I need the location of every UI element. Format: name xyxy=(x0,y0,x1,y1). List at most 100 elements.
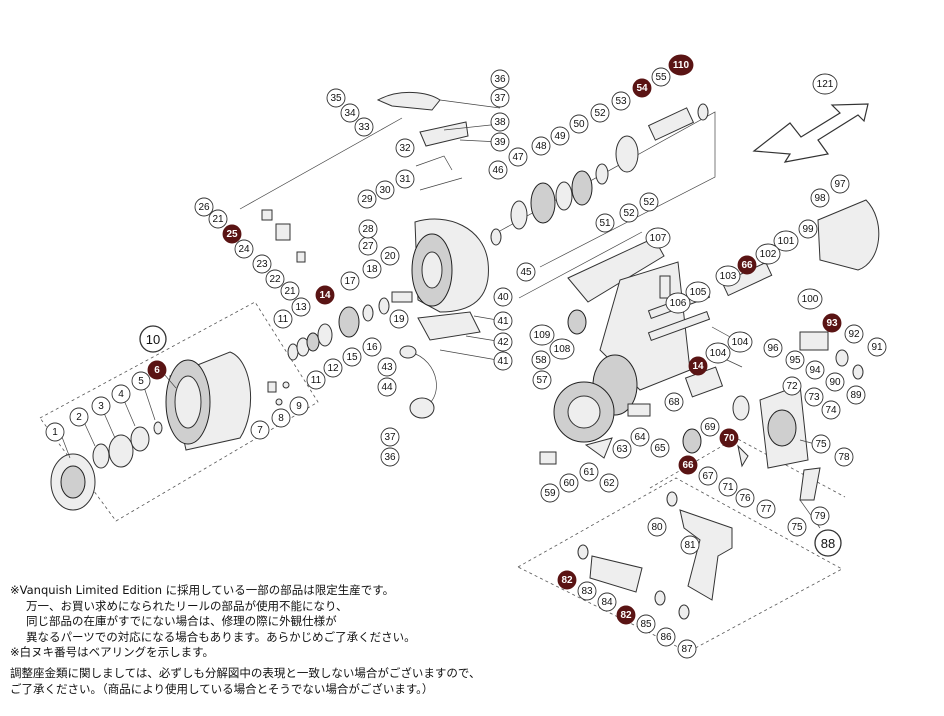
callout-marker xyxy=(395,169,415,189)
callout-c100: 100 xyxy=(797,288,823,310)
callout-marker xyxy=(867,337,887,357)
callout-label: 85 xyxy=(640,619,652,630)
callout-label: 21 xyxy=(212,214,224,225)
callout-marker xyxy=(590,103,610,123)
callout-label: 66 xyxy=(682,460,694,471)
callout-marker xyxy=(271,408,291,428)
callout-label: 58 xyxy=(535,355,547,366)
callout-label: 31 xyxy=(399,174,411,185)
group-box-spool xyxy=(39,301,319,522)
callout-label: 100 xyxy=(802,294,819,305)
callout-label: 22 xyxy=(269,274,281,285)
callout-label: 24 xyxy=(238,244,250,255)
callout-c11b: 11 xyxy=(306,370,326,390)
callout-label: 9 xyxy=(296,401,302,412)
callout-marker xyxy=(139,325,167,353)
callout-label: 51 xyxy=(599,218,611,229)
callout-label: 50 xyxy=(573,119,585,130)
callout-marker xyxy=(91,396,111,416)
callout-c15: 15 xyxy=(342,347,362,367)
callout-label: 60 xyxy=(563,478,575,489)
callout-c78: 78 xyxy=(834,447,854,467)
callout-c37b: 37 xyxy=(380,427,400,447)
body-cover xyxy=(759,199,880,501)
callout-label: 20 xyxy=(384,251,396,262)
callout-label: 47 xyxy=(512,152,524,163)
callout-marker xyxy=(493,287,513,307)
callout-c95: 95 xyxy=(785,350,805,370)
callout-marker xyxy=(395,138,415,158)
callout-marker xyxy=(194,197,214,217)
callout-marker xyxy=(821,400,841,420)
callout-c34: 34 xyxy=(340,103,360,123)
note-line-5: ※白ヌキ番号はベアリングを示します。 xyxy=(10,645,214,660)
callout-marker xyxy=(787,517,807,537)
group-line-rotor xyxy=(497,111,716,268)
callout-label: 42 xyxy=(497,337,509,348)
callout-label: 13 xyxy=(295,302,307,313)
callout-c82a: 82 xyxy=(557,570,577,590)
callout-marker xyxy=(630,427,650,447)
callout-marker xyxy=(612,439,632,459)
callout-c67: 67 xyxy=(698,466,718,486)
callout-label: 8 xyxy=(278,413,284,424)
callout-c3: 3 xyxy=(91,396,111,416)
callout-label: 104 xyxy=(710,348,727,359)
callout-label: 98 xyxy=(814,193,826,204)
callout-label: 36 xyxy=(384,452,396,463)
callout-label: 1 xyxy=(52,427,58,438)
callout-c84: 84 xyxy=(597,592,617,612)
callout-label: 75 xyxy=(791,522,803,533)
callout-marker xyxy=(632,78,652,98)
callout-label: 93 xyxy=(826,318,838,329)
callout-marker xyxy=(265,269,285,289)
callout-label: 35 xyxy=(330,93,342,104)
callout-c70: 70 xyxy=(719,428,739,448)
callout-c52c: 52 xyxy=(639,192,659,212)
callout-label: 94 xyxy=(809,365,821,376)
note-line-4: 異なるパーツでの対応になる場合もあります。あらかじめご了承ください。 xyxy=(26,629,416,644)
callout-label: 92 xyxy=(848,329,860,340)
callout-label: 48 xyxy=(535,141,547,152)
callout-c66a: 66 xyxy=(737,255,757,275)
callout-c29: 29 xyxy=(357,189,377,209)
group-box-handle xyxy=(517,477,843,653)
callout-label: 41 xyxy=(497,316,509,327)
callout-c39: 39 xyxy=(490,132,510,152)
callout-label: 41 xyxy=(497,356,509,367)
note-line-2: 万一、お買い求めになられたリールの部品が使用不能になり、 xyxy=(26,598,348,613)
callout-marker xyxy=(735,488,755,508)
callout-marker xyxy=(289,396,309,416)
callout-c48: 48 xyxy=(531,136,551,156)
callout-marker xyxy=(805,360,825,380)
callout-label: 80 xyxy=(651,522,663,533)
callout-label: 30 xyxy=(379,185,391,196)
callout-marker xyxy=(550,126,570,146)
callout-marker xyxy=(718,477,738,497)
callout-c74: 74 xyxy=(821,400,841,420)
callout-c83: 83 xyxy=(577,581,597,601)
callout-marker xyxy=(208,209,228,229)
callout-c8: 8 xyxy=(271,408,291,428)
callout-marker xyxy=(490,69,510,89)
callout-c82b: 82 xyxy=(616,605,636,625)
callout-c42: 42 xyxy=(493,332,513,352)
callout-label: 52 xyxy=(643,197,655,208)
callout-marker xyxy=(490,132,510,152)
callout-marker xyxy=(680,535,700,555)
callout-marker xyxy=(825,372,845,392)
callout-marker xyxy=(549,338,575,360)
callout-marker xyxy=(315,285,335,305)
callout-marker xyxy=(493,332,513,352)
callout-marker xyxy=(557,570,577,590)
callout-c52b: 52 xyxy=(619,203,639,223)
callout-label: 11 xyxy=(278,314,289,325)
mainshaft-parts xyxy=(287,291,413,361)
callout-c9: 9 xyxy=(289,396,309,416)
callout-marker xyxy=(340,271,360,291)
callout-marker xyxy=(650,438,670,458)
callout-marker xyxy=(111,384,131,404)
callout-label: 104 xyxy=(732,337,749,348)
callout-c73: 73 xyxy=(804,387,824,407)
callout-label: 16 xyxy=(366,342,378,353)
